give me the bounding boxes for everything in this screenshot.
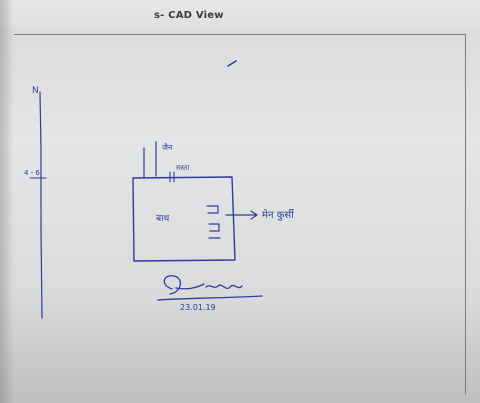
entry-note: जैन — [162, 143, 173, 152]
arrow-label: मेन कुर्सी — [262, 210, 294, 221]
stair-symbol — [206, 205, 221, 239]
entry-mark — [169, 171, 175, 183]
page-shadow — [0, 0, 14, 403]
axis-tick-label: 4 - 6 — [24, 169, 40, 177]
axis-line — [39, 91, 43, 319]
page-header — [0, 0, 480, 28]
entry-note-2: रास्ता — [176, 164, 190, 172]
stray-mark — [227, 60, 237, 67]
signature — [157, 275, 263, 301]
building-outline — [132, 176, 236, 262]
frame-right-border — [465, 34, 466, 394]
page-title: s- CAD View — [154, 10, 224, 21]
north-label: N — [32, 86, 39, 96]
arrow-head — [250, 210, 258, 220]
signature-date: 23.01.19 — [180, 303, 216, 312]
room-label: बाथ — [156, 214, 170, 224]
fold-shadow — [0, 296, 480, 403]
frame-top-border — [14, 34, 466, 35]
